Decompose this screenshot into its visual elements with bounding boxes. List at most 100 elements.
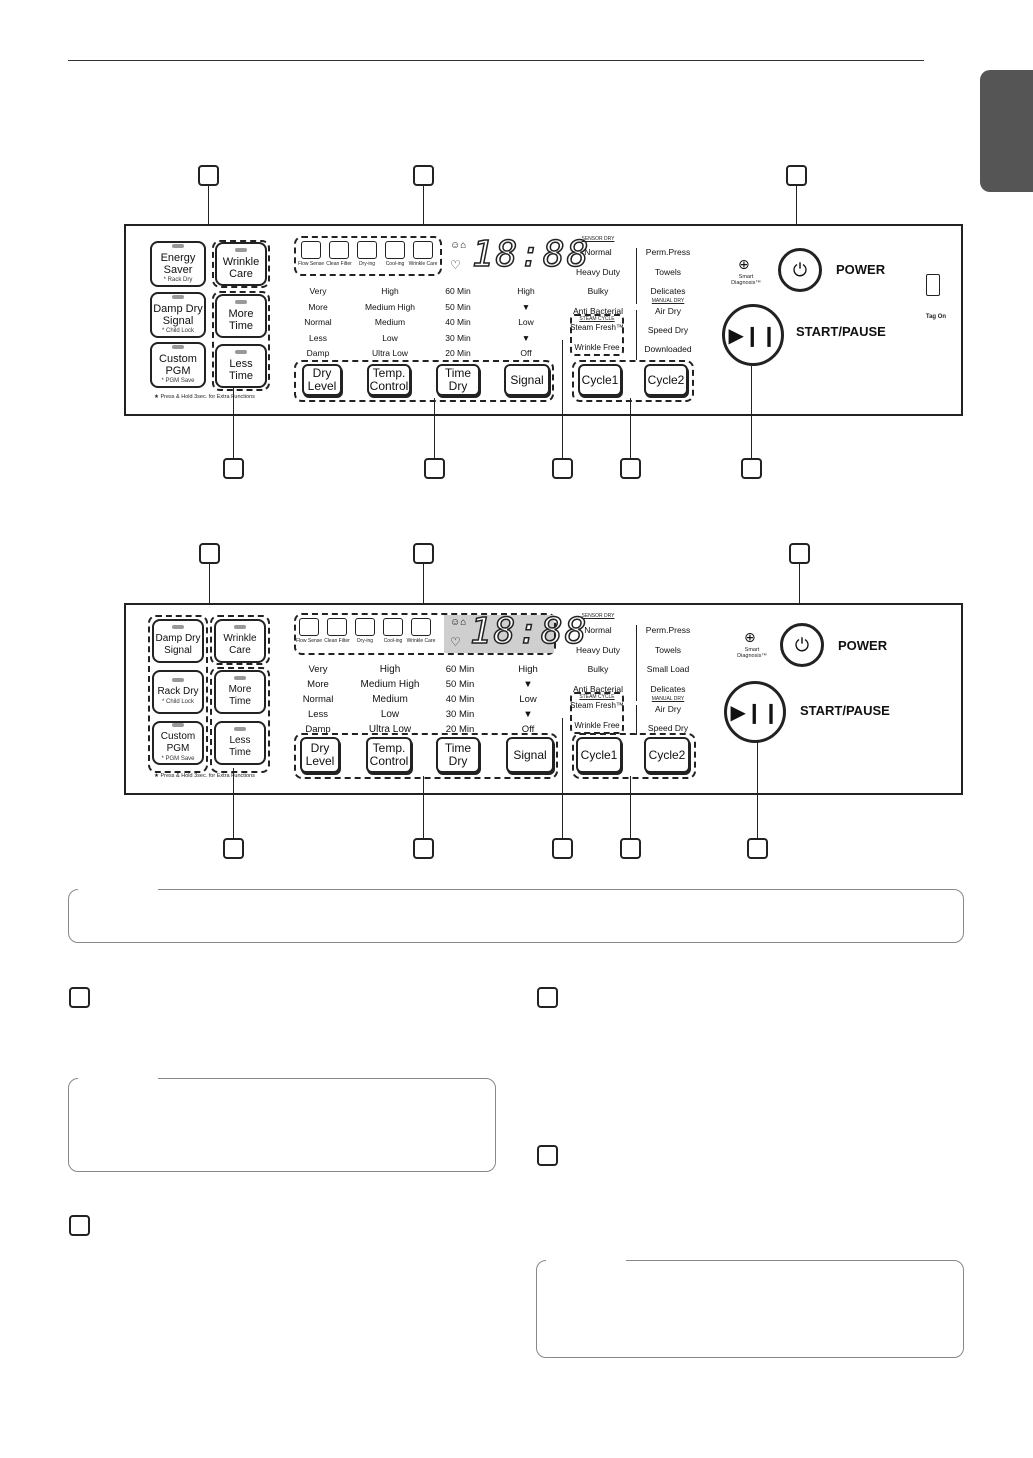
more-time-button[interactable]: More Time — [215, 294, 267, 338]
power-button[interactable]: ⏻ — [778, 248, 822, 292]
leader-line — [630, 398, 631, 458]
time-display: 18:88 — [471, 233, 591, 276]
signal-button[interactable]: Signal — [506, 737, 554, 773]
wrinkle-care-button[interactable]: Wrinkle Care — [215, 242, 267, 286]
leader-line — [630, 776, 631, 838]
option-label: Low — [519, 694, 537, 705]
option-label: More — [307, 679, 329, 690]
tag-on-icon — [926, 274, 940, 296]
cycle2-button[interactable]: Cycle2 — [644, 364, 688, 396]
button-label: Rack Dry — [157, 686, 199, 697]
cycle-speed-dry[interactable]: Speed Dry — [647, 325, 689, 335]
cycle-normal[interactable]: Normal — [584, 625, 612, 635]
custom-pgm-button[interactable]: Custom PGM * PGM Save — [152, 721, 204, 765]
signal-button[interactable]: Signal — [504, 364, 550, 396]
option-label: Ultra Low — [372, 348, 408, 358]
start-pause-button[interactable]: ▶❙❙ — [724, 681, 786, 743]
icon-caption: Wrinkle Care — [406, 638, 436, 644]
leader-line — [233, 388, 234, 458]
cycle-heavy-duty[interactable]: Heavy Duty — [576, 645, 620, 655]
cycle-steam-fresh[interactable]: Steam Fresh™ — [570, 323, 624, 332]
led-indicator — [172, 345, 184, 349]
leader-line — [423, 564, 424, 614]
cycle-normal[interactable]: Normal — [584, 247, 612, 257]
more-time-button[interactable]: More Time — [214, 670, 266, 714]
digital-display: ☺⌂ ♡ 18:88 — [444, 233, 589, 278]
rack-dry-button[interactable]: Rack Dry * Child Lock — [152, 670, 204, 714]
cycle-anti-bacterial[interactable]: Anti Bacterial — [572, 684, 624, 694]
temp-control-button[interactable]: Temp. Control — [367, 364, 411, 396]
time-dry-button[interactable]: Time Dry — [436, 737, 480, 773]
icon-caption: Clean Filter — [324, 638, 350, 644]
cycle-steam-fresh[interactable]: Steam Fresh™ — [570, 701, 624, 710]
button-label: Signal — [513, 747, 547, 762]
cycle-perm-press[interactable]: Perm.Press — [645, 625, 691, 635]
cycle-bulky[interactable]: Bulky — [587, 286, 609, 296]
option-label: 40 Min — [445, 694, 475, 705]
leader-line — [796, 186, 797, 246]
temp-control-button[interactable]: Temp. Control — [366, 737, 412, 773]
cycle-air-dry[interactable]: Air Dry — [655, 704, 681, 714]
cycle1-button[interactable]: Cycle1 — [576, 737, 622, 773]
less-time-button[interactable]: Less Time — [215, 344, 267, 388]
cycle-bulky[interactable]: Bulky — [587, 664, 609, 674]
callout-box — [620, 458, 641, 479]
time-dry-button[interactable]: Time Dry — [436, 364, 480, 396]
led-indicator — [234, 676, 246, 680]
callout-box — [537, 987, 558, 1008]
callout-box — [413, 165, 434, 186]
cycle-anti-bacterial[interactable]: Anti Bacterial — [572, 306, 624, 316]
cycle-towels[interactable]: Towels — [655, 645, 681, 655]
cycle-delicates[interactable]: Delicates — [650, 684, 686, 694]
button-label: Wrinkle Care — [222, 256, 260, 280]
cycle-delicates[interactable]: Delicates — [650, 286, 686, 296]
cycle-divider — [636, 705, 637, 735]
button-sublabel: * Rack Dry — [163, 277, 193, 283]
dry-level-button[interactable]: Dry Level — [300, 737, 340, 773]
button-label: Cycle1 — [580, 747, 618, 762]
icon-caption: Dry-ing — [358, 261, 376, 267]
dry-level-button[interactable]: Dry Level — [302, 364, 342, 396]
button-sublabel: * Child Lock — [161, 328, 194, 334]
wrinkle-care-button[interactable]: Wrinkle Care — [214, 619, 266, 663]
damp-dry-signal-button[interactable]: Damp Dry Signal — [152, 619, 204, 663]
icon-caption: Wrinkle Care — [408, 261, 438, 267]
button-label: Damp Dry Signal — [155, 633, 201, 656]
button-label: Cycle2 — [647, 372, 685, 387]
start-pause-label: START/PAUSE — [796, 324, 886, 339]
option-label: High — [381, 286, 399, 296]
left-buttons-group — [148, 615, 208, 773]
cycle-wrinkle-free[interactable]: Wrinkle Free — [574, 721, 620, 730]
option-label: Medium — [374, 317, 406, 327]
energy-saver-button[interactable]: Energy Saver * Rack Dry — [150, 241, 206, 287]
cycle-speed-dry[interactable]: Speed Dry — [647, 723, 689, 733]
cycle-heavy-duty[interactable]: Heavy Duty — [576, 267, 620, 277]
temp-options: High Medium High Medium Low Ultra Low — [358, 284, 422, 362]
button-label: Cycle1 — [581, 372, 619, 387]
led-indicator — [234, 625, 246, 629]
cooling-icon — [385, 241, 405, 259]
cycle1-button[interactable]: Cycle1 — [578, 364, 622, 396]
start-pause-label: START/PAUSE — [800, 703, 890, 718]
cycle-perm-press[interactable]: Perm.Press — [645, 247, 691, 257]
less-time-button[interactable]: Less Time — [214, 721, 266, 765]
cycle-air-dry[interactable]: Air Dry — [655, 306, 681, 316]
callout-box — [198, 165, 219, 186]
start-pause-button[interactable]: ▶❙❙ — [722, 304, 784, 366]
power-button[interactable]: ⏻ — [780, 623, 824, 667]
time-display: 18:88 — [469, 610, 589, 653]
custom-pgm-button[interactable]: Custom PGM * PGM Save — [150, 342, 206, 388]
cooling-icon — [383, 618, 403, 636]
cycle-small-load[interactable]: Small Load — [646, 664, 690, 674]
cycle-towels[interactable]: Towels — [655, 267, 681, 277]
time-options: 60 Min 50 Min 40 Min 30 Min 20 Min — [434, 662, 486, 737]
cycle-wrinkle-free[interactable]: Wrinkle Free — [574, 343, 620, 352]
option-label: Low — [518, 317, 534, 327]
smart-diagnosis-label: Smart Diagnosis™ — [737, 647, 767, 659]
damp-dry-signal-button[interactable]: Damp Dry Signal * Child Lock — [150, 292, 206, 338]
led-indicator — [235, 350, 247, 354]
cycle-downloaded[interactable]: Downloaded — [644, 344, 692, 354]
button-label: Less Time — [228, 358, 254, 382]
callout-box — [552, 838, 573, 859]
cycle2-button[interactable]: Cycle2 — [644, 737, 690, 773]
